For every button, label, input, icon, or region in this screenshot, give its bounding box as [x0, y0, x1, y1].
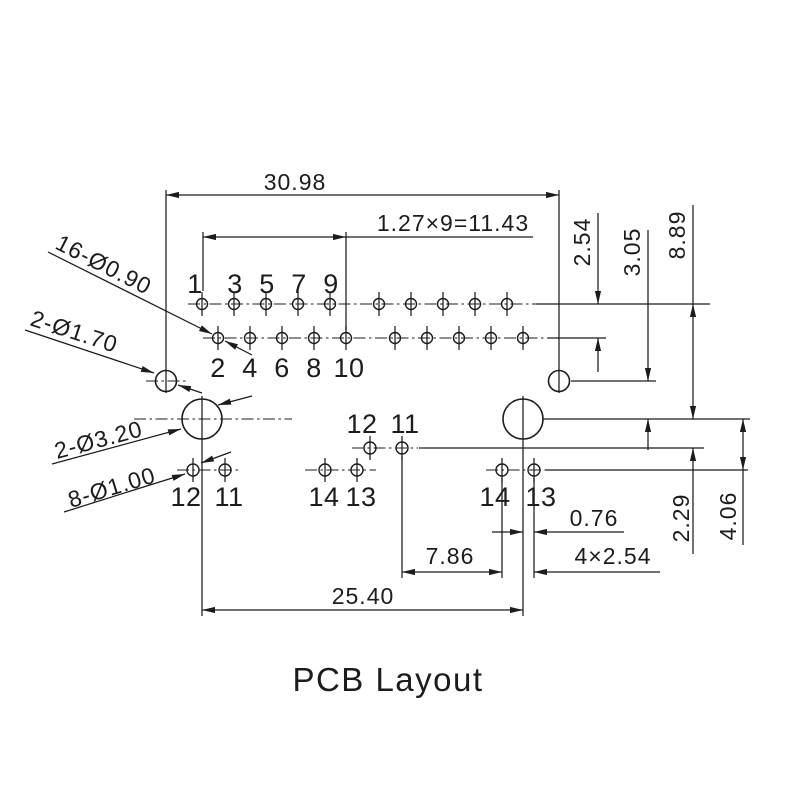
locating-holes-callout: 2-Ø1.70 [27, 305, 121, 358]
locating-hole-left [154, 369, 178, 393]
pin-label-mid-12: 12 [346, 409, 377, 439]
overall-width-label: 30.98 [264, 169, 327, 195]
callout-labels: 16-Ø0.90 2-Ø1.70 2-Ø3.20 8-Ø1.00 [27, 229, 158, 512]
mounting-hole-right [502, 398, 544, 440]
pin-label-9: 9 [323, 269, 339, 299]
leader-pin-holes [47, 251, 213, 335]
pin-number-labels: 1 3 5 7 9 2 4 6 8 10 12 11 14 13 12 11 1… [170, 269, 556, 512]
pin-label-midlow-13: 13 [345, 482, 376, 512]
leader-locating-holes [24, 329, 155, 374]
dimension-lines [166, 191, 747, 614]
hole-spacing-label: 3.05 [619, 228, 645, 277]
lower-pitch-label: 4×2.54 [575, 543, 652, 569]
pin-label-6: 6 [274, 353, 290, 383]
row12-offset-label: 2.29 [668, 494, 694, 543]
mounting-holes-callout: 2-Ø3.20 [52, 415, 146, 463]
pin-label-5: 5 [259, 269, 275, 299]
leader-mounting-holes [51, 428, 182, 465]
overall-height-label: 8.89 [664, 211, 690, 260]
pin-label-left-12: 12 [170, 482, 201, 512]
hole-features [154, 292, 571, 482]
lower-pin-holes-callout: 8-Ø1.00 [65, 462, 159, 513]
row14-offset-label: 4.06 [715, 492, 741, 541]
leader-lines [24, 251, 253, 513]
mount-spacing-label: 25.40 [332, 583, 395, 609]
center-lines [134, 303, 548, 471]
pin-label-3: 3 [227, 269, 243, 299]
pin-label-right-13: 13 [525, 482, 556, 512]
leader-lower-pin-holes-far [200, 451, 232, 464]
mounting-hole-left [181, 398, 223, 440]
pin-label-mid-11: 11 [390, 409, 419, 439]
pin-holes-callout: 16-Ø0.90 [52, 229, 156, 299]
pin-label-1: 1 [187, 269, 203, 299]
leader-pin-holes-far [224, 340, 253, 356]
pin-label-right-14: 14 [479, 482, 510, 512]
hole13-offset-label: 0.76 [570, 505, 619, 531]
pin-label-2: 2 [210, 353, 226, 383]
pin-label-8: 8 [306, 353, 322, 383]
pin-label-midlow-14: 14 [308, 482, 339, 512]
pin-label-left-11: 11 [214, 482, 243, 512]
locating-hole-right [547, 369, 571, 393]
drawing-title: PCB Layout [292, 661, 483, 698]
dimension-labels: 30.98 1.27×9=11.43 2.54 3.05 8.89 2.29 4… [264, 169, 741, 609]
leader-mounting-holes-far [217, 395, 253, 406]
pin-label-10: 10 [333, 353, 364, 383]
leader-locating-holes-far [177, 384, 203, 394]
pin-pitch-label: 1.27×9=11.43 [377, 210, 529, 236]
pin-label-7: 7 [291, 269, 307, 299]
pin-label-4: 4 [242, 353, 258, 383]
leader-lower-pin-holes [63, 473, 186, 513]
row-spacing-label: 2.54 [569, 218, 595, 267]
lower-span-label: 7.86 [426, 543, 475, 569]
